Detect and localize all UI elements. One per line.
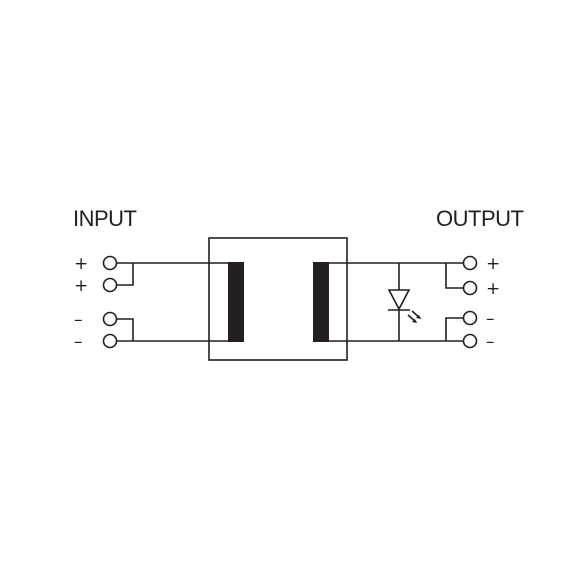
input-terminal-sign: + bbox=[74, 276, 88, 296]
terminal-circle[interactable] bbox=[102, 311, 118, 327]
module-housing bbox=[208, 237, 348, 361]
output-terminal-4[interactable]: – bbox=[462, 332, 495, 352]
terminal-circle[interactable] bbox=[462, 333, 478, 349]
output-terminal-3[interactable]: – bbox=[462, 309, 495, 329]
terminal-circle[interactable] bbox=[102, 277, 118, 293]
input-positive-bridge bbox=[117, 263, 134, 286]
input-negative-bridge bbox=[117, 318, 134, 341]
terminal-circle[interactable] bbox=[102, 333, 118, 349]
led-triangle bbox=[387, 289, 411, 311]
input-terminal-sign: – bbox=[74, 310, 83, 330]
input-label: INPUT bbox=[73, 206, 137, 231]
output-terminal-2[interactable]: + bbox=[462, 279, 501, 299]
output-terminal-sign: + bbox=[486, 279, 500, 299]
input-terminals: + + – – bbox=[74, 254, 118, 352]
output-terminal-1[interactable]: + bbox=[462, 254, 501, 274]
led-emission-arrowhead-2 bbox=[416, 315, 421, 319]
output-coupler-block bbox=[313, 262, 329, 342]
led-emission-arrowhead-1 bbox=[412, 319, 417, 323]
input-wiring bbox=[117, 262, 228, 342]
output-terminal-sign: – bbox=[486, 309, 495, 329]
input-terminal-sign: + bbox=[74, 254, 88, 274]
output-negative-bridge bbox=[445, 317, 463, 341]
input-terminal-4[interactable]: – bbox=[74, 332, 118, 352]
output-terminal-sign: + bbox=[486, 254, 500, 274]
output-label: OUTPUT bbox=[436, 206, 524, 231]
terminal-circle[interactable] bbox=[462, 280, 478, 296]
output-terminals: + + – – bbox=[462, 254, 501, 352]
output-positive-bridge bbox=[445, 263, 463, 289]
led-icon bbox=[387, 289, 421, 323]
input-coupler-block bbox=[228, 262, 244, 342]
input-terminal-3[interactable]: – bbox=[74, 310, 118, 330]
input-terminal-2[interactable]: + bbox=[74, 276, 118, 296]
terminal-circle[interactable] bbox=[102, 255, 118, 271]
terminal-circle[interactable] bbox=[462, 255, 478, 271]
output-wiring bbox=[329, 262, 463, 342]
output-terminal-sign: – bbox=[486, 332, 495, 352]
input-terminal-sign: – bbox=[74, 332, 83, 352]
terminal-circle[interactable] bbox=[462, 310, 478, 326]
input-terminal-1[interactable]: + bbox=[74, 254, 118, 274]
